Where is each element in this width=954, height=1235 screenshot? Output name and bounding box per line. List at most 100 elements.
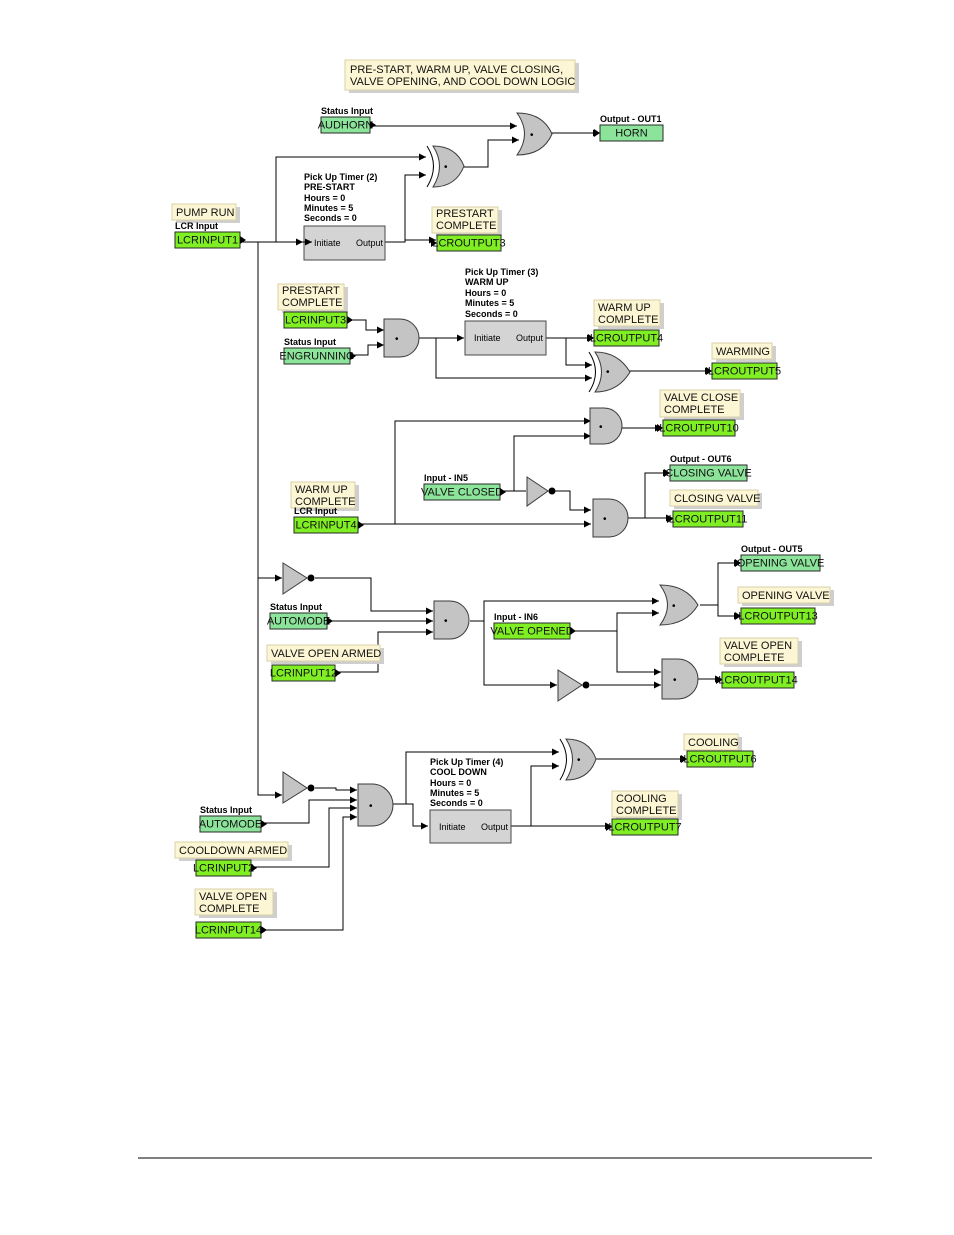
timer-2-line-1: Pick Up Timer (2)	[304, 172, 377, 182]
io-label: LCROUTPUT13	[738, 611, 817, 623]
io-lcrinput12: LCRINPUT12	[270, 664, 341, 682]
svg-text:•: •	[577, 755, 581, 766]
gates: • • • • • • •	[282, 112, 699, 827]
io-lcroutput3: LCROUTPUT3	[431, 234, 506, 252]
svg-text:•: •	[395, 334, 399, 345]
svg-text:VALVE OPEN: VALVE OPEN	[199, 891, 267, 903]
not-gate-pump-run-b	[282, 771, 315, 804]
svg-text:COMPLETE: COMPLETE	[436, 220, 497, 232]
svg-text:VALVE OPEN ARMED: VALVE OPEN ARMED	[271, 648, 381, 660]
io-lcroutput4: LCROUTPUT4	[588, 329, 663, 347]
svg-text:COMPLETE: COMPLETE	[295, 496, 356, 508]
svg-text:COOLDOWN ARMED: COOLDOWN ARMED	[179, 845, 287, 857]
io-connector	[350, 352, 356, 360]
and-gate-warmup: •	[383, 318, 420, 358]
io-connector	[667, 515, 673, 523]
io-label: LCRINPUT1	[177, 235, 238, 247]
note-cooling-complete: COOLING COMPLETE	[611, 790, 682, 820]
svg-text:PRESTART: PRESTART	[282, 285, 340, 297]
timer-prestart: Pick Up Timer (2) PRE-START Hours = 0 Mi…	[303, 172, 386, 261]
svg-text:•: •	[444, 162, 448, 173]
io-caption: LCR Input	[294, 506, 337, 516]
io-label: LCROUTPUT14	[718, 675, 797, 687]
note-closing-valve: CLOSING VALVE	[669, 489, 762, 509]
io-caption: LCR Input	[175, 221, 218, 231]
io-connector	[347, 316, 353, 324]
svg-text:COOLING: COOLING	[616, 793, 667, 805]
io-connector	[327, 617, 333, 625]
svg-text:WARM UP: WARM UP	[598, 302, 651, 314]
svg-text:COOLING: COOLING	[688, 737, 739, 749]
io-connector	[594, 129, 600, 137]
io-label: OPENING VALVE	[737, 558, 825, 570]
io-label: LCROUTPUT10	[659, 423, 738, 435]
note-prestart-complete-a: PRESTART COMPLETE	[431, 206, 502, 236]
svg-text:•: •	[599, 422, 603, 433]
svg-text:CLOSING VALVE: CLOSING VALVE	[674, 493, 760, 505]
note-cooling: COOLING	[683, 733, 742, 753]
timer-3-block	[464, 320, 547, 356]
io-connector	[240, 236, 246, 244]
timer-4-line-4: Minutes = 5	[430, 788, 479, 798]
note-valve-open-complete-a: VALVE OPEN COMPLETE	[719, 637, 802, 667]
svg-text:WARMING: WARMING	[716, 346, 770, 358]
io-connector	[570, 627, 576, 635]
svg-text:•: •	[369, 801, 373, 812]
io-connector	[588, 334, 594, 342]
io-connector	[716, 676, 722, 684]
io-caption: Input - IN5	[424, 473, 468, 483]
and-gate-valve-open: •	[433, 600, 470, 640]
io-label: LCRINPUT12	[270, 668, 337, 680]
note-warm-up-complete-b: WARM UP COMPLETE	[290, 481, 359, 511]
xor-gate-prestart: •	[426, 145, 465, 188]
io-connector	[335, 669, 341, 677]
timer-2-output: Output	[356, 238, 384, 248]
io-caption: Status Input	[200, 805, 252, 815]
timer-3-line-3: Hours = 0	[465, 288, 506, 298]
io-caption: Output - OUT6	[670, 454, 732, 464]
diagram-title: PRE-START, WARM UP, VALVE CLOSING, VALVE…	[344, 59, 579, 93]
io-lcroutput6: LCROUTPUT6	[681, 750, 757, 768]
timer-4-initiate: Initiate	[439, 822, 466, 832]
timer-3-line-2: WARM UP	[465, 277, 509, 287]
io-caption: Output - OUT5	[741, 544, 803, 554]
io-lcroutput5: LCROUTPUT5	[706, 362, 781, 380]
io-label: AUDHORN	[318, 120, 374, 132]
io-label: LCRINPUT2	[193, 863, 254, 875]
svg-text:VALVE CLOSE: VALVE CLOSE	[664, 392, 738, 404]
io-lcrinput3: LCRINPUT3	[283, 311, 353, 329]
io-connector	[358, 521, 364, 529]
svg-text:•: •	[606, 367, 610, 378]
io-caption: Input - IN6	[494, 612, 538, 622]
and-gate-valve-open-complete: •	[661, 658, 699, 700]
io-lcroutput7: LCROUTPUT7	[606, 818, 682, 836]
timer-cooldown: Pick Up Timer (4) COOL DOWN Hours = 0 Mi…	[429, 757, 512, 844]
io-label: HORN	[615, 128, 647, 140]
title-line-2: VALVE OPENING, AND COOL DOWN LOGIC	[350, 76, 575, 88]
io-label: VALVE CLOSED	[421, 487, 503, 499]
timer-warmup: Pick Up Timer (3) WARM UP Hours = 0 Minu…	[464, 267, 547, 356]
timer-3-output: Output	[516, 333, 544, 343]
svg-text:•: •	[673, 675, 677, 686]
note-prestart-complete-b: PRESTART COMPLETE	[277, 283, 348, 313]
io-lcrinput14: LCRINPUT14	[195, 921, 267, 939]
note-opening-valve: OPENING VALVE	[737, 586, 834, 606]
io-connector	[735, 612, 741, 620]
title-line-1: PRE-START, WARM UP, VALVE CLOSING,	[350, 64, 563, 76]
io-connector	[606, 823, 612, 831]
svg-text:WARM UP: WARM UP	[295, 484, 348, 496]
io-label: LCRINPUT4	[295, 520, 356, 532]
timer-4-line-1: Pick Up Timer (4)	[430, 757, 503, 767]
note-warm-up-complete-a: WARM UP COMPLETE	[593, 299, 664, 329]
io-label: ENGRUNNING	[279, 351, 354, 363]
io-connector	[664, 469, 670, 477]
